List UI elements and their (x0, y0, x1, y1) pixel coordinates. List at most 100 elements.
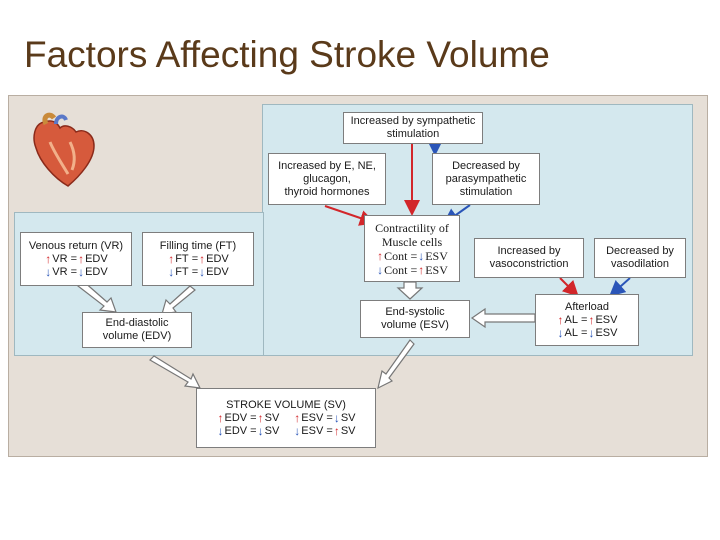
edv-box: End-diastolic volume (EDV) (82, 312, 192, 348)
sv-r2b-left: ESV (301, 424, 324, 437)
filling-time-box: Filling time (FT) ↑ FT = ↑ EDV ↓ FT = ↓ … (142, 232, 254, 286)
down-arrow-icon: ↓ (294, 424, 301, 438)
vasodilation-line-1: Decreased by (606, 245, 674, 257)
sv-row-2: ↓ EDV = ↓ SV ↓ ESV = ↑ SV (216, 425, 355, 438)
vr-row-increase: ↑ VR = ↑ EDV (44, 253, 107, 266)
ft-right-2: EDV (206, 265, 229, 278)
vr-right-2: EDV (85, 265, 108, 278)
down-arrow-icon: ↓ (257, 424, 264, 438)
contractility-box: Contractility of Muscle cells ↑ Cont = ↓… (364, 215, 460, 282)
contractility-row-decrease: ↓ Cont = ↑ ESV (376, 263, 448, 277)
vr-left-1: VR (52, 252, 68, 265)
stroke-volume-title: STROKE VOLUME (SV) (226, 398, 346, 411)
down-arrow-icon: ↓ (377, 262, 384, 277)
vasodilation-box: Decreased by vasodilation (594, 238, 686, 278)
up-arrow-icon: ↑ (377, 248, 384, 263)
up-arrow-icon: ↑ (168, 252, 175, 266)
cont-left-2: Cont (384, 262, 408, 277)
down-arrow-icon: ↓ (168, 265, 175, 279)
slide-title: Factors Affecting Stroke Volume (24, 34, 550, 75)
down-arrow-icon: ↓ (557, 326, 564, 340)
sv-r2a-right: SV (264, 424, 280, 437)
down-arrow-icon: ↓ (78, 265, 85, 279)
edv-line-2: volume (EDV) (102, 330, 172, 342)
heart-icon (33, 112, 95, 187)
vasoconstriction-line-2: vasoconstriction (489, 258, 569, 270)
sv-esv-decrease: ↓ ESV = ↑ SV (293, 425, 355, 438)
up-arrow-icon: ↑ (294, 411, 301, 425)
esv-line-2: volume (ESV) (381, 319, 449, 331)
down-arrow-icon: ↓ (333, 411, 340, 425)
sv-r1a-left: EDV (224, 411, 248, 424)
vasodilation-line-2: vasodilation (610, 258, 670, 270)
ft-left-2: FT (175, 265, 189, 278)
ft-right-1: EDV (206, 252, 229, 265)
sv-r2b-op: = (326, 424, 333, 437)
down-arrow-icon: ↓ (588, 326, 595, 340)
al-op-2: = (581, 326, 588, 339)
up-arrow-icon: ↑ (257, 411, 264, 425)
up-arrow-icon: ↑ (333, 424, 340, 438)
sympathetic-text: Increased by sympathetic stimulation (350, 115, 476, 140)
sv-r1a-op: = (250, 411, 257, 424)
esv-line-1: End-systolic (385, 306, 445, 318)
hormones-line-2: glucagon, (303, 172, 351, 185)
sv-edv-decrease: ↓ EDV = ↓ SV (216, 425, 279, 438)
ft-op-2: = (191, 265, 199, 278)
al-row-decrease: ↓ AL = ↓ ESV (557, 327, 618, 340)
up-arrow-icon: ↑ (418, 262, 425, 277)
sv-r2b-right: SV (340, 424, 356, 437)
parasympathetic-line-3: stimulation (459, 185, 513, 198)
up-arrow-icon: ↑ (217, 411, 224, 425)
parasympathetic-line-1: Decreased by (452, 159, 520, 172)
cont-right-1: ESV (425, 248, 448, 263)
vr-op-2: = (70, 265, 78, 278)
afterload-box: Afterload ↑ AL = ↑ ESV ↓ AL = ↓ ESV (535, 294, 639, 346)
down-arrow-icon: ↓ (217, 424, 224, 438)
ft-row-increase: ↑ FT = ↑ EDV (167, 253, 229, 266)
sv-edv-increase: ↑ EDV = ↑ SV (216, 412, 279, 425)
filling-time-title: Filling time (FT) (159, 239, 237, 252)
sv-r1a-right: SV (264, 411, 280, 424)
cont-left-1: Cont (384, 248, 408, 263)
up-arrow-icon: ↑ (45, 252, 52, 266)
up-arrow-icon: ↑ (588, 313, 595, 327)
venous-return-box: Venous return (VR) ↑ VR = ↑ EDV ↓ VR = ↓… (20, 232, 132, 286)
al-right-1: ESV (595, 313, 618, 326)
up-arrow-icon: ↑ (78, 252, 85, 266)
ft-op-1: = (191, 252, 199, 265)
stroke-volume-box: STROKE VOLUME (SV) ↑ EDV = ↑ SV ↑ ESV = … (196, 388, 376, 448)
al-right-2: ESV (595, 326, 618, 339)
al-left-2: AL (564, 326, 578, 339)
sv-r2a-op: = (250, 424, 257, 437)
contractility-row-increase: ↑ Cont = ↓ ESV (376, 249, 448, 263)
cont-op-1: = (410, 248, 418, 263)
vr-row-decrease: ↓ VR = ↓ EDV (44, 266, 107, 279)
vr-right-1: EDV (85, 252, 108, 265)
hormones-line-1: Increased by E, NE, (278, 159, 376, 172)
al-row-increase: ↑ AL = ↑ ESV (557, 314, 618, 327)
hormones-line-3: thyroid hormones (284, 185, 370, 198)
venous-return-title: Venous return (VR) (28, 239, 124, 252)
parasympathetic-box: Decreased by parasympathetic stimulation (432, 153, 540, 205)
contractility-line-1: Contractility of (375, 220, 449, 235)
vasoconstriction-box: Increased by vasoconstriction (474, 238, 584, 278)
al-op-1: = (581, 313, 588, 326)
sv-r1b-left: ESV (301, 411, 324, 424)
sv-r1b-op: = (326, 411, 333, 424)
parasympathetic-line-2: parasympathetic (445, 172, 527, 185)
sv-r1b-right: SV (340, 411, 356, 424)
vr-left-2: VR (52, 265, 68, 278)
hormones-box: Increased by E, NE, glucagon, thyroid ho… (268, 153, 386, 205)
cont-right-2: ESV (425, 262, 448, 277)
sv-esv-increase: ↑ ESV = ↓ SV (293, 412, 355, 425)
up-arrow-icon: ↑ (199, 252, 206, 266)
edv-line-1: End-diastolic (105, 317, 169, 329)
ft-left-1: FT (175, 252, 189, 265)
cont-op-2: = (410, 262, 418, 277)
down-arrow-icon: ↓ (418, 248, 425, 263)
sv-r2a-left: EDV (224, 424, 248, 437)
up-arrow-icon: ↑ (557, 313, 564, 327)
down-arrow-icon: ↓ (199, 265, 206, 279)
afterload-title: Afterload (564, 300, 610, 313)
